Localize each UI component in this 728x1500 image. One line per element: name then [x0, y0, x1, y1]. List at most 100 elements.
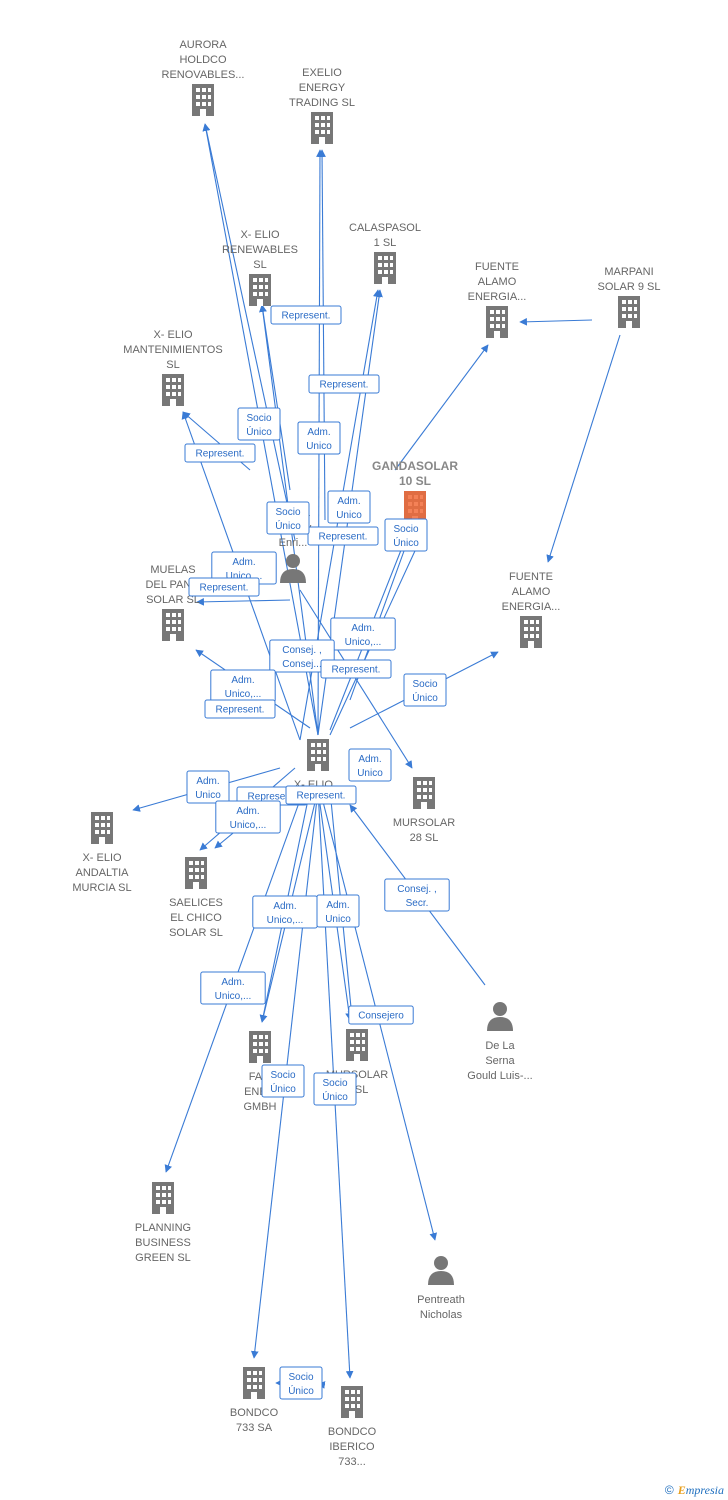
node-label: FUENTE [509, 571, 553, 583]
node-label: IBERICO [329, 1441, 375, 1453]
edge-label[interactable]: Adm.Unico,... [215, 800, 281, 834]
edge-label-box [316, 894, 360, 928]
edge-label-text: Secr. [406, 898, 429, 909]
node-label: SOLAR SL [169, 927, 223, 939]
node-aurora[interactable]: AURORAHOLDCORENOVABLES... [162, 39, 245, 116]
node-label: MURCIA SL [72, 882, 131, 894]
edge-label-box [266, 501, 310, 535]
node-label: ALAMO [478, 276, 517, 288]
node-label: X- ELIO [153, 329, 193, 341]
node-label: GREEN SL [135, 1252, 191, 1264]
node-label: SOLAR 9 SL [598, 281, 661, 293]
node-label: SOLAR SL [146, 594, 200, 606]
edge-label-box [237, 407, 281, 441]
brand-initial: E [677, 1483, 686, 1497]
edge-label[interactable]: Adm.Unico,... [252, 895, 318, 929]
edge-label-text: Socio [322, 1078, 347, 1089]
edge-label[interactable]: Adm.Unico [348, 748, 392, 782]
edge-label[interactable]: Represent. [308, 374, 380, 394]
edge-label[interactable]: Adm.Unico,... [210, 669, 276, 703]
edge-label-box [348, 748, 392, 782]
edge-label[interactable]: Adm.Unico [297, 421, 341, 455]
edge-label[interactable]: Consej. ,Consej... [269, 639, 335, 673]
edge-label-text: Único [393, 536, 419, 549]
building-icon [162, 609, 184, 641]
building-icon [162, 374, 184, 406]
edge-label-text: Unico [306, 441, 332, 452]
node-fuente1[interactable]: FUENTEALAMOENERGIA... [468, 261, 527, 338]
empresia-brand[interactable]: ©Empresia [665, 1483, 724, 1498]
edge-label[interactable]: Consej. ,Secr. [384, 878, 450, 912]
edge-label-box [307, 526, 379, 546]
edge-label-text: Unico,... [345, 637, 382, 648]
edge-label[interactable]: Represent. [184, 443, 256, 463]
edge-labels-layer: Represent.Represent.SocioÚnicoSocioÚnico… [184, 305, 450, 1400]
node-label: TRADING SL [289, 97, 355, 109]
edge-label-text: Adm. [273, 901, 296, 912]
edge-label[interactable]: Consejero [348, 1005, 414, 1025]
person-icon [487, 1002, 513, 1031]
edge-label[interactable]: Represent. [204, 699, 276, 719]
edge-label[interactable]: Adm.Unico [327, 490, 371, 524]
node-bondco-iberico[interactable]: BONDCOIBERICO733... [328, 1386, 377, 1468]
edge-label-text: Adm. [221, 977, 244, 988]
node-label: 733... [338, 1456, 366, 1468]
node-label: PLANNING [135, 1222, 191, 1234]
edge-label-text: Adm. [236, 806, 259, 817]
edge-label-text: Socio [412, 679, 437, 690]
edge-label[interactable]: Represent. [270, 305, 342, 325]
node-label: Nicholas [420, 1309, 463, 1321]
edge-label[interactable]: Adm.Unico,... [200, 971, 266, 1005]
node-label: X- ELIO [82, 852, 122, 864]
edge-label[interactable]: Adm.Unico [186, 770, 230, 804]
edge-label[interactable]: Represent. [307, 526, 379, 546]
node-label: RENOVABLES... [162, 69, 245, 81]
node-fuente2[interactable]: FUENTEALAMOENERGIA... [502, 571, 561, 648]
node-label: RENEWABLES [222, 244, 298, 256]
edge-label-text: Represent. [319, 532, 368, 543]
edge-label-text: Represent. [216, 705, 265, 716]
node-xelio-center[interactable]: X- ELIO... [294, 739, 342, 791]
edge-label-box [204, 699, 276, 719]
edge-label-text: Único [412, 691, 438, 704]
edge-label-box [184, 443, 256, 463]
building-icon [152, 1182, 174, 1214]
edge-line [196, 598, 291, 606]
edge-label[interactable]: Adm.Unico [316, 894, 360, 928]
edge-label[interactable]: Represent. [285, 785, 357, 805]
edge-label-box [188, 577, 260, 597]
edge-label-text: Adm. [232, 557, 255, 568]
node-label: ENERGIA... [502, 601, 561, 613]
edge-label[interactable]: Represent. [320, 659, 392, 679]
edge-label-box [269, 639, 335, 673]
edge-label[interactable]: Adm.Unico,... [330, 617, 396, 651]
node-label: 1 SL [374, 237, 397, 249]
node-label: SAELICES [169, 897, 223, 909]
edge-line [202, 123, 296, 541]
node-label: AURORA [179, 39, 227, 51]
edge-label[interactable]: Represent. [188, 577, 260, 597]
building-icon [346, 1029, 368, 1061]
